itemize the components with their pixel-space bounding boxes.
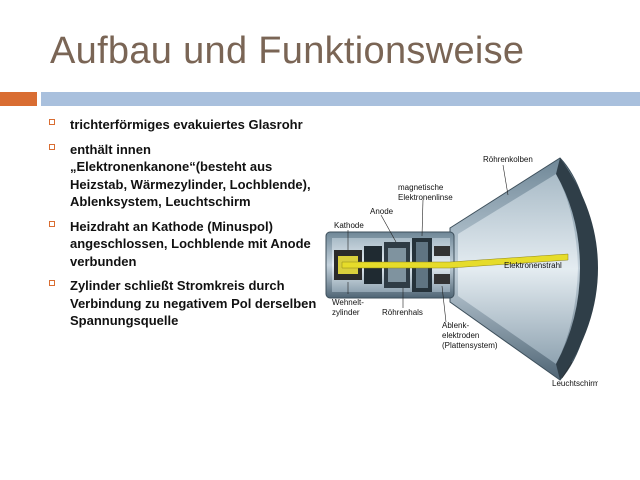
bullet-text: Zylinder schließt Stromkreis durch Verbi… — [70, 278, 317, 328]
deflection-plates-shape — [434, 246, 450, 256]
label-anode: Anode — [370, 207, 394, 216]
label-plattensystem: (Plattensystem) — [442, 341, 498, 350]
label-elektronenlinse: Elektronenlinse — [398, 193, 453, 202]
bullet-text: trichterförmiges evakuiertes Glasrohr — [70, 117, 303, 132]
square-bullet-icon — [49, 280, 55, 286]
slide-title: Aufbau und Funktionsweise — [50, 30, 525, 72]
label-leuchtschirm: Leuchtschirm — [552, 379, 598, 388]
bullet-item: Heizdraht an Kathode (Minuspol) angeschl… — [46, 218, 321, 271]
label-roehrenkolben: Röhrenkolben — [483, 155, 533, 164]
label-wehnelt: Wehnelt- — [332, 298, 364, 307]
electron-beam-shape — [341, 253, 569, 269]
label-kathode: Kathode — [334, 221, 364, 230]
accent-bar-orange — [0, 92, 37, 106]
bullet-text: enthält innen „Elektronenkanone“(besteht… — [70, 141, 311, 210]
label-elektronenstrahl: Elektronenstrahl — [504, 261, 562, 270]
square-bullet-icon — [49, 220, 55, 227]
label-magnetische: magnetische — [398, 183, 444, 192]
bullet-item: enthält innen „Elektronenkanone“(besteht… — [46, 141, 321, 211]
label-roehrenhals: Röhrenhals — [382, 308, 423, 317]
crt-diagram: Röhrenkolben magnetische Elektronenlinse… — [325, 155, 598, 388]
label-elektroden: elektroden — [442, 331, 479, 340]
screen-face-shape — [556, 158, 598, 380]
bullet-item: Zylinder schließt Stromkreis durch Verbi… — [46, 277, 321, 330]
square-bullet-icon — [49, 143, 55, 150]
bullet-item: trichterförmiges evakuiertes Glasrohr — [46, 116, 321, 134]
label-zylinder: zylinder — [332, 308, 360, 317]
bullet-text: Heizdraht an Kathode (Minuspol) angeschl… — [70, 218, 311, 269]
label-ablenk: Ablenk- — [442, 321, 469, 330]
square-bullet-icon — [49, 119, 55, 125]
accent-bar-blue — [41, 92, 640, 106]
bullet-list: trichterförmiges evakuiertes Glasrohr en… — [46, 116, 321, 337]
tube-inner-shape — [458, 174, 578, 364]
